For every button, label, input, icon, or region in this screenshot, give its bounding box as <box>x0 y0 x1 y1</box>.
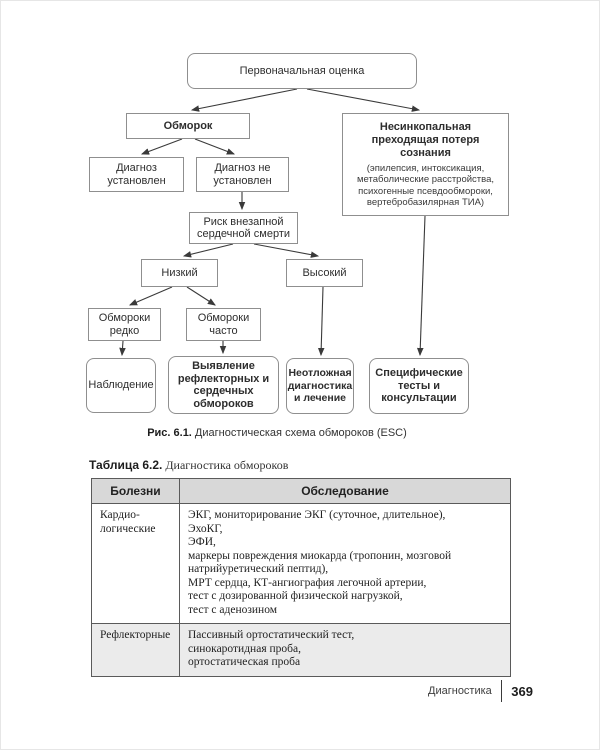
node-detect-reflex-cardiac: Выявление рефлекторных и сердечных обмор… <box>168 356 279 414</box>
node-syncope-rare: Обмороки редко <box>88 308 161 341</box>
table-title-number: Таблица 6.2. <box>89 458 163 472</box>
diagnostics-table: Болезни Обследование Кардио- логические … <box>91 478 511 677</box>
node-specific-tests: Специфические тесты и консультации <box>369 358 469 414</box>
cell-disease-reflex: Рефлекторные <box>91 623 180 677</box>
table-header-row: Болезни Обследование <box>91 478 511 504</box>
node-sudden-death-risk: Риск внезапной сердечной смерти <box>189 212 298 244</box>
footer-divider <box>500 680 503 702</box>
table-title: Таблица 6.2. Диагностика обмороков <box>89 458 288 473</box>
node-diagnosis-not-established: Диагноз не установлен <box>196 157 289 192</box>
cell-exams-cardiologic: ЭКГ, мониторирование ЭКГ (суточное, длит… <box>179 503 511 624</box>
col-header-examination: Обследование <box>179 478 511 504</box>
node-risk-low: Низкий <box>141 259 218 287</box>
node-observation: Наблюдение <box>86 358 156 413</box>
node-nonsyncopal-loss: Несинкопальная преходящая потеря сознани… <box>342 113 509 216</box>
figure-caption: Рис. 6.1. Диагностическая схема обмороко… <box>1 427 553 439</box>
table-row-cardiologic: Кардио- логические ЭКГ, мониторирование … <box>91 503 511 624</box>
node-nonsyncopal-detail: (эпилепсия, интоксикация, метаболические… <box>356 162 495 209</box>
cell-exams-reflex: Пассивный ортостатический тест, синокаро… <box>179 623 511 677</box>
table-row-reflex: Рефлекторные Пассивный ортостатический т… <box>91 623 511 677</box>
node-syncope: Обморок <box>126 113 250 139</box>
col-header-diseases: Болезни <box>91 478 180 504</box>
node-initial-assessment: Первоначальная оценка <box>187 53 417 89</box>
page-footer: Диагностика 369 <box>428 679 533 703</box>
node-nonsyncopal-title: Несинкопальная преходящая потеря сознани… <box>371 120 480 159</box>
running-head: Диагностика <box>428 685 492 697</box>
node-diagnosis-established: Диагноз установлен <box>89 157 184 192</box>
node-risk-high: Высокий <box>286 259 363 287</box>
table-title-text: Диагностика обмороков <box>162 458 289 472</box>
syncope-flowchart: Первоначальная оценка Обморок Несинкопал… <box>1 1 599 453</box>
figure-caption-number: Рис. 6.1. <box>147 427 192 439</box>
node-urgent-diagnostics: Неотложная диагностика и лечение <box>286 358 354 414</box>
page-number: 369 <box>511 683 533 699</box>
figure-caption-text: Диагностическая схема обмороков (ESC) <box>191 427 407 439</box>
cell-disease-cardiologic: Кардио- логические <box>91 503 180 624</box>
node-syncope-frequent: Обмороки часто <box>186 308 261 341</box>
flowchart-arrows <box>119 88 426 357</box>
